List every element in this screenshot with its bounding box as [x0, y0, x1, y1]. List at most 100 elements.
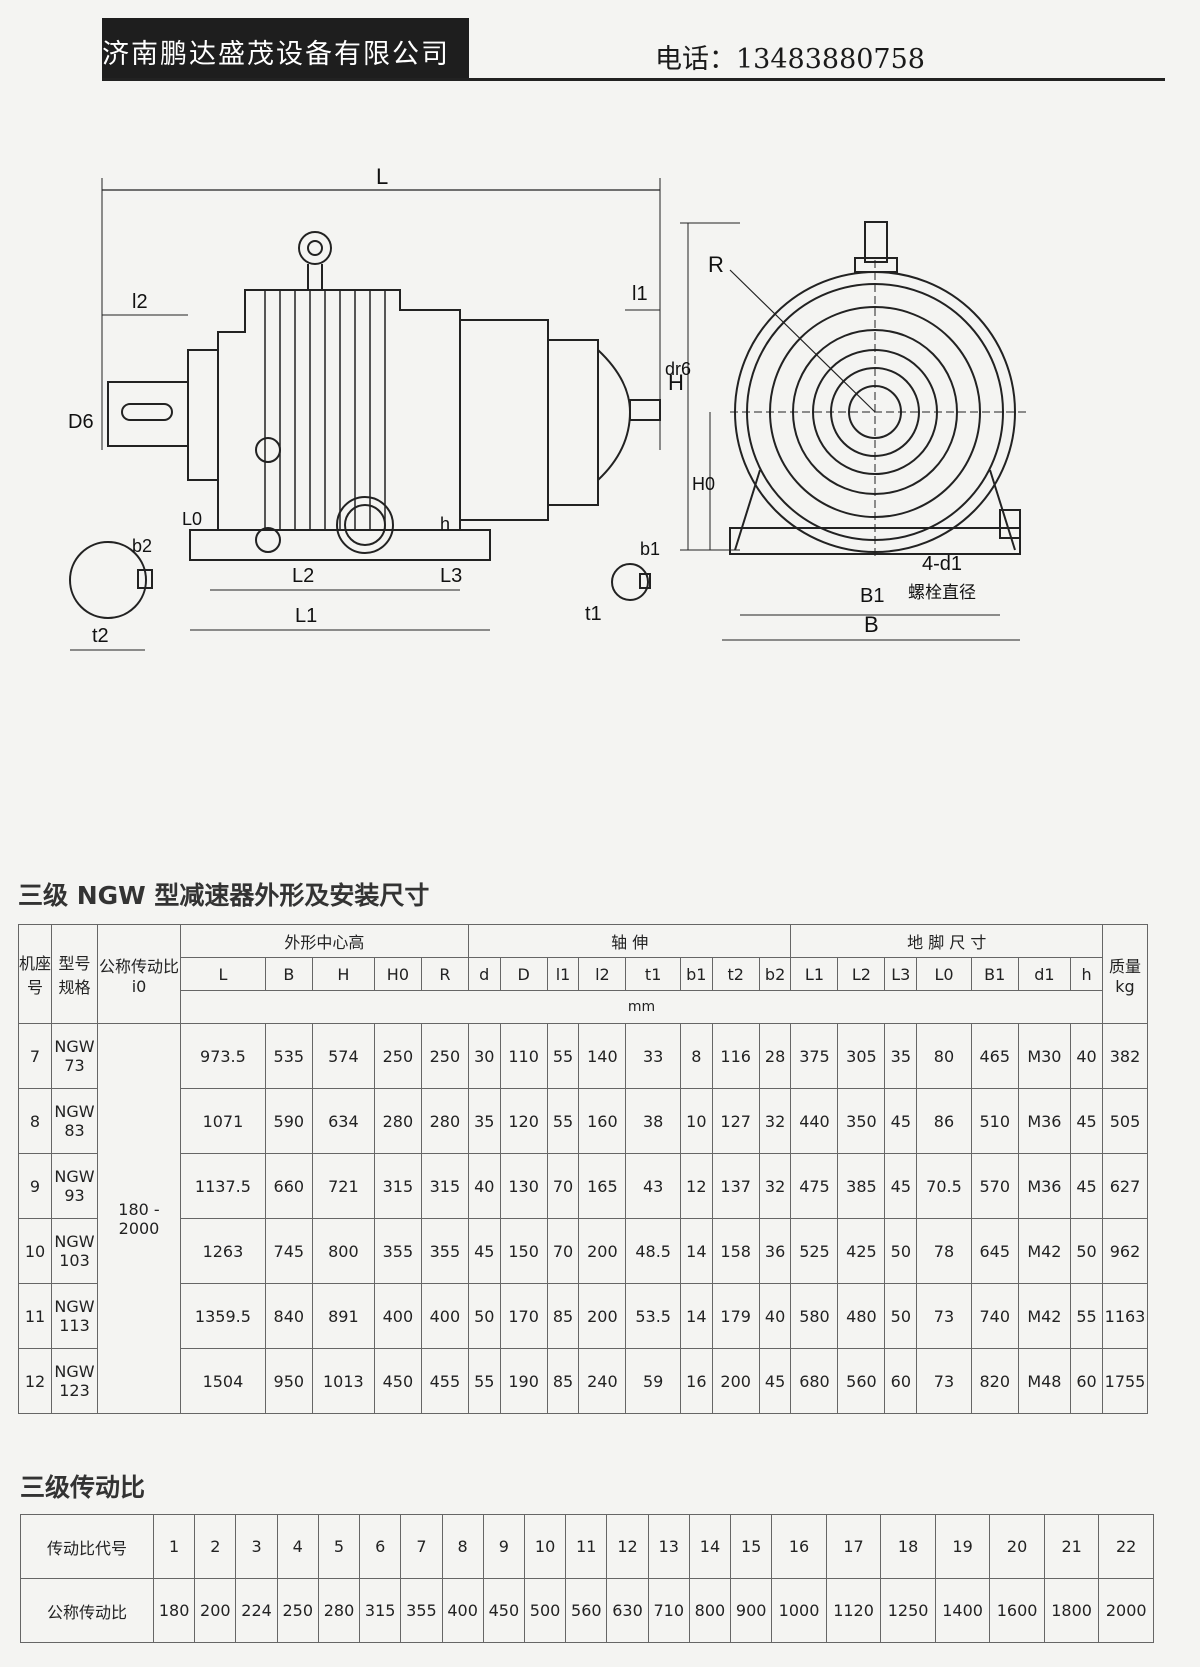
reducer-drawing: L l2 l1 D6 dr6 L0 h L2 L3 L1 b2 t2 b1 t1… — [68, 164, 1030, 651]
seat-cell: 9 — [18, 1153, 52, 1219]
value-cell: 820 — [970, 1348, 1019, 1414]
value-cell: 160 — [578, 1088, 627, 1154]
ratio-value-cell: 1120 — [825, 1578, 882, 1643]
dim-l2: l2 — [132, 291, 148, 313]
value-cell: 70 — [546, 1153, 580, 1219]
value-cell: 28 — [758, 1023, 792, 1089]
value-cell: 43 — [625, 1153, 681, 1219]
value-cell: 140 — [578, 1023, 627, 1089]
value-cell: M42 — [1017, 1283, 1072, 1349]
ratio-value-cell: 200 — [194, 1578, 237, 1643]
value-cell: 570 — [970, 1153, 1019, 1219]
mass-cell: 962 — [1102, 1218, 1148, 1284]
ratio-code-cell: 10 — [523, 1514, 567, 1579]
value-cell: 355 — [420, 1218, 469, 1284]
ratio-code-cell: 4 — [276, 1514, 319, 1579]
value-cell: 475 — [790, 1153, 839, 1219]
seat-cell: 11 — [18, 1283, 52, 1349]
col-b1: b1 — [679, 957, 713, 991]
value-cell: 73 — [916, 1283, 972, 1349]
ratio-value-cell: 2000 — [1098, 1578, 1154, 1643]
ratio-code-cell: 19 — [934, 1514, 991, 1579]
ratio-value-cell: 450 — [482, 1578, 525, 1643]
mass-cell: 505 — [1102, 1088, 1148, 1154]
value-cell: 50 — [1070, 1218, 1103, 1284]
value-cell: 70.5 — [916, 1153, 972, 1219]
dim-t1: t1 — [585, 603, 602, 625]
value-cell: 315 — [373, 1153, 422, 1219]
value-cell: 350 — [837, 1088, 886, 1154]
dim-L3: L3 — [440, 565, 462, 587]
value-cell: 660 — [264, 1153, 313, 1219]
mass-cell: 627 — [1102, 1153, 1148, 1219]
dim-b2: b2 — [132, 536, 152, 556]
col-h0: H0 — [373, 957, 422, 991]
value-cell: 137 — [711, 1153, 760, 1219]
value-cell: 130 — [499, 1153, 548, 1219]
value-cell: 200 — [711, 1348, 760, 1414]
value-cell: 40 — [1070, 1023, 1103, 1089]
group-outline: 外形中心高 — [180, 924, 469, 958]
ratio-code-cell: 14 — [688, 1514, 732, 1579]
value-cell: 45 — [758, 1348, 792, 1414]
value-cell: 86 — [916, 1088, 972, 1154]
company-name: 济南鹏达盛茂设备有限公司 — [102, 39, 450, 70]
value-cell: 425 — [837, 1218, 886, 1284]
value-cell: 59 — [625, 1348, 681, 1414]
value-cell: M36 — [1017, 1088, 1072, 1154]
value-cell: 440 — [790, 1088, 839, 1154]
group-shaft: 轴 伸 — [467, 924, 792, 958]
value-cell: 580 — [790, 1283, 839, 1349]
ratio-code-cell: 11 — [565, 1514, 608, 1579]
value-cell: 190 — [499, 1348, 548, 1414]
ratio-value-cell: 900 — [730, 1578, 773, 1643]
value-cell: 32 — [758, 1088, 792, 1154]
value-cell: 38 — [625, 1088, 681, 1154]
value-cell: 891 — [311, 1283, 375, 1349]
col-d1: d1 — [1017, 957, 1072, 991]
dim-B1: B1 — [860, 585, 884, 607]
dim-l1: l1 — [632, 283, 648, 305]
value-cell: 55 — [1070, 1283, 1103, 1349]
ratio-value-cell: 1400 — [934, 1578, 991, 1643]
bolt-diameter-label: 螺栓直径 — [908, 583, 976, 602]
dim-D6: D6 — [68, 411, 94, 433]
model-cell: NGW 103 — [51, 1218, 98, 1284]
seat-cell: 7 — [18, 1023, 52, 1089]
dim-t2: t2 — [92, 625, 109, 647]
ratio-code-cell: 21 — [1043, 1514, 1100, 1579]
value-cell: 800 — [311, 1218, 375, 1284]
ratio-range-cell: 180 - 2000 — [97, 1023, 181, 1414]
value-cell: 455 — [420, 1348, 469, 1414]
ratio-value-cell: 224 — [235, 1578, 278, 1643]
value-cell: 33 — [625, 1023, 681, 1089]
value-cell: 400 — [420, 1283, 469, 1349]
value-cell: 55 — [546, 1088, 580, 1154]
value-cell: 45 — [1070, 1088, 1103, 1154]
ratio-table-title: 三级传动比 — [20, 1473, 146, 1502]
value-cell: 280 — [373, 1088, 422, 1154]
ratio-code-cell: 12 — [606, 1514, 649, 1579]
dim-H: H — [668, 370, 684, 395]
value-cell: 60 — [884, 1348, 918, 1414]
value-cell: 14 — [679, 1283, 713, 1349]
value-cell: 80 — [916, 1023, 972, 1089]
value-cell: 840 — [264, 1283, 313, 1349]
value-cell: 32 — [758, 1153, 792, 1219]
seat-cell: 10 — [18, 1218, 52, 1284]
value-cell: 574 — [311, 1023, 375, 1089]
value-cell: 165 — [578, 1153, 627, 1219]
value-cell: 385 — [837, 1153, 886, 1219]
model-cell: NGW 83 — [51, 1088, 98, 1154]
ratio-value-cell: 800 — [688, 1578, 732, 1643]
value-cell: 721 — [311, 1153, 375, 1219]
ratio-code-cell: 9 — [482, 1514, 525, 1579]
value-cell: 634 — [311, 1088, 375, 1154]
value-cell: 127 — [711, 1088, 760, 1154]
value-cell: 375 — [790, 1023, 839, 1089]
row-ratio-label: 公称传动比 — [20, 1578, 154, 1643]
ratio-value-cell: 315 — [359, 1578, 402, 1643]
value-cell: 450 — [373, 1348, 422, 1414]
